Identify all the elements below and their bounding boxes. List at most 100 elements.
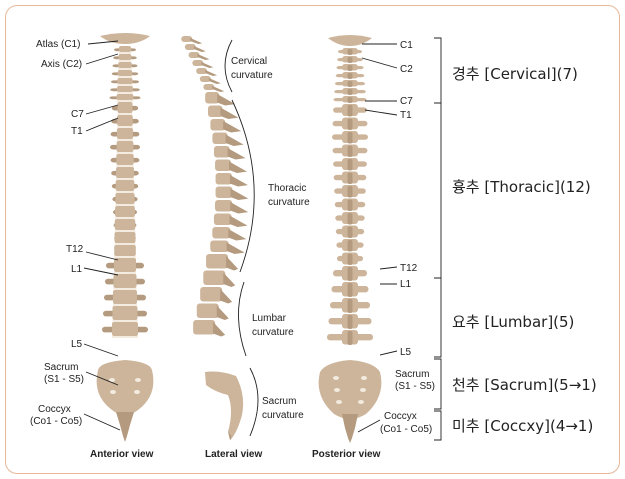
lateral-vertebral-body bbox=[216, 173, 232, 185]
posterior-spinous-process bbox=[348, 213, 353, 225]
label-post-c1: C1 bbox=[400, 40, 413, 51]
anterior-vertebral-body bbox=[118, 70, 132, 76]
anterior-disc bbox=[114, 288, 137, 290]
anterior-disc bbox=[116, 178, 134, 180]
posterior-spinous-process bbox=[348, 315, 353, 329]
anterior-vertebral-body bbox=[117, 141, 134, 152]
label-ant-sacrum-2: (S1 - S5) bbox=[44, 374, 84, 385]
lateral-spinous-process bbox=[223, 121, 241, 133]
anterior-vertebral-body bbox=[119, 46, 131, 52]
anterior-disc bbox=[117, 139, 133, 141]
bracket-cervical bbox=[434, 38, 441, 103]
lateral-vertebrae bbox=[181, 36, 248, 337]
anterior-disc bbox=[119, 52, 131, 54]
anterior-disc bbox=[118, 76, 132, 78]
bracket-coccyx bbox=[434, 411, 441, 440]
lateral-spinous-process bbox=[227, 243, 245, 255]
lateral-spinous-process bbox=[223, 273, 235, 288]
anterior-disc bbox=[118, 113, 133, 115]
lateral-spinous-process bbox=[205, 70, 217, 76]
lateral-spinous-process bbox=[198, 54, 210, 60]
label-post-l5: L5 bbox=[400, 347, 412, 358]
posterior-spinous-process bbox=[348, 240, 353, 252]
anterior-vertebral-body bbox=[115, 232, 136, 243]
posterior-spinous-process bbox=[348, 73, 353, 79]
label-post-coccyx-2: (Co1 - Co5) bbox=[380, 424, 432, 435]
anterior-vertebral-body bbox=[114, 245, 136, 256]
lateral-spinous-process bbox=[209, 78, 221, 84]
lateral-spinous-process bbox=[190, 38, 202, 44]
lateral-vertebral-body bbox=[210, 241, 228, 253]
label-sacrum-curv-2: curvature bbox=[262, 410, 304, 421]
label-post-t12: T12 bbox=[400, 263, 418, 274]
posterior-spinous-process bbox=[348, 105, 353, 117]
label-ant-coccyx-1: Coccyx bbox=[38, 404, 71, 415]
anterior-vertebral-body bbox=[119, 54, 132, 60]
posterior-spinous-process bbox=[348, 159, 353, 171]
lateral-vertebral-body bbox=[200, 287, 222, 302]
anterior-disc bbox=[115, 230, 135, 232]
lateral-spinous-process bbox=[194, 46, 206, 52]
lateral-spinous-process bbox=[217, 306, 229, 321]
label-post-coccyx-1: Coccyx bbox=[384, 411, 417, 422]
label-thoracic-1: Thoracic bbox=[268, 183, 306, 194]
posterior-spinous-process bbox=[348, 89, 353, 95]
anterior-vertebral-body bbox=[115, 206, 135, 217]
posterior-spinous-process bbox=[348, 254, 353, 266]
anterior-disc bbox=[113, 320, 138, 322]
label-axis: Axis (C2) bbox=[41, 59, 82, 70]
region-thoracic: 흉추 [Thoracic](12) bbox=[452, 178, 591, 196]
label-cervical-1: Cervical bbox=[231, 56, 267, 67]
label-ant-l1: L1 bbox=[71, 264, 83, 275]
lateral-spinous-process bbox=[230, 175, 248, 187]
anterior-disc bbox=[117, 100, 134, 102]
posterior-spinous-process bbox=[348, 283, 353, 297]
label-ant-coccyx-2: (Co1 - Co5) bbox=[30, 416, 82, 427]
lateral-vertebral-body bbox=[215, 200, 232, 212]
posterior-spinous-process bbox=[348, 81, 353, 87]
label-ant-sacrum-1: Sacrum bbox=[44, 362, 78, 373]
posterior-spinous-process bbox=[348, 57, 353, 63]
lateral-vertebral-body bbox=[197, 304, 219, 319]
anterior-vertebral-body bbox=[117, 94, 134, 100]
region-coccyx: 미추 [Coccxy](4→1) bbox=[452, 417, 593, 435]
lateral-vertebral-body bbox=[208, 106, 222, 118]
lateral-spinous-process bbox=[230, 216, 248, 228]
posterior-vertebrae bbox=[327, 48, 373, 345]
label-ant-l5: L5 bbox=[71, 339, 83, 350]
label-lumbar-2: curvature bbox=[252, 327, 294, 338]
posterior-spinous-process bbox=[348, 267, 353, 281]
anterior-vertebral-body bbox=[116, 180, 135, 191]
anterior-vertebral-body bbox=[113, 306, 138, 320]
lateral-vertebral-body bbox=[216, 187, 233, 199]
label-cervical-2: curvature bbox=[231, 70, 273, 81]
lateral-spinous-process bbox=[228, 229, 246, 241]
posterior-spinous-process bbox=[348, 146, 353, 158]
anterior-vertebral-body bbox=[112, 322, 138, 336]
lateral-vertebral-body bbox=[212, 133, 227, 145]
posterior-spinous-process bbox=[348, 186, 353, 198]
anterior-vertebral-body bbox=[117, 115, 133, 126]
anterior-disc bbox=[119, 60, 132, 62]
anterior-disc bbox=[117, 92, 133, 94]
anterior-vertebral-body bbox=[114, 274, 137, 288]
lateral-spinous-process bbox=[230, 202, 248, 214]
anterior-vertebral-body bbox=[117, 128, 133, 139]
lateral-spine bbox=[181, 36, 248, 440]
anterior-disc bbox=[118, 68, 132, 70]
anterior-disc bbox=[116, 165, 133, 167]
posterior-spinous-process bbox=[348, 132, 353, 144]
anterior-vertebral-body bbox=[115, 219, 135, 230]
anterior-vertebral-body bbox=[116, 167, 134, 178]
lateral-vertebral-body bbox=[214, 214, 232, 226]
label-ant-t12: T12 bbox=[66, 244, 84, 255]
lateral-vertebral-body bbox=[214, 146, 230, 158]
anterior-disc bbox=[114, 256, 136, 258]
anterior-disc bbox=[117, 84, 132, 86]
label-lumbar-1: Lumbar bbox=[252, 313, 287, 324]
anterior-vertebrae bbox=[102, 46, 148, 338]
posterior-spinous-process bbox=[348, 299, 353, 313]
posterior-spinous-process bbox=[348, 331, 353, 345]
anterior-vertebral-body bbox=[118, 102, 133, 113]
